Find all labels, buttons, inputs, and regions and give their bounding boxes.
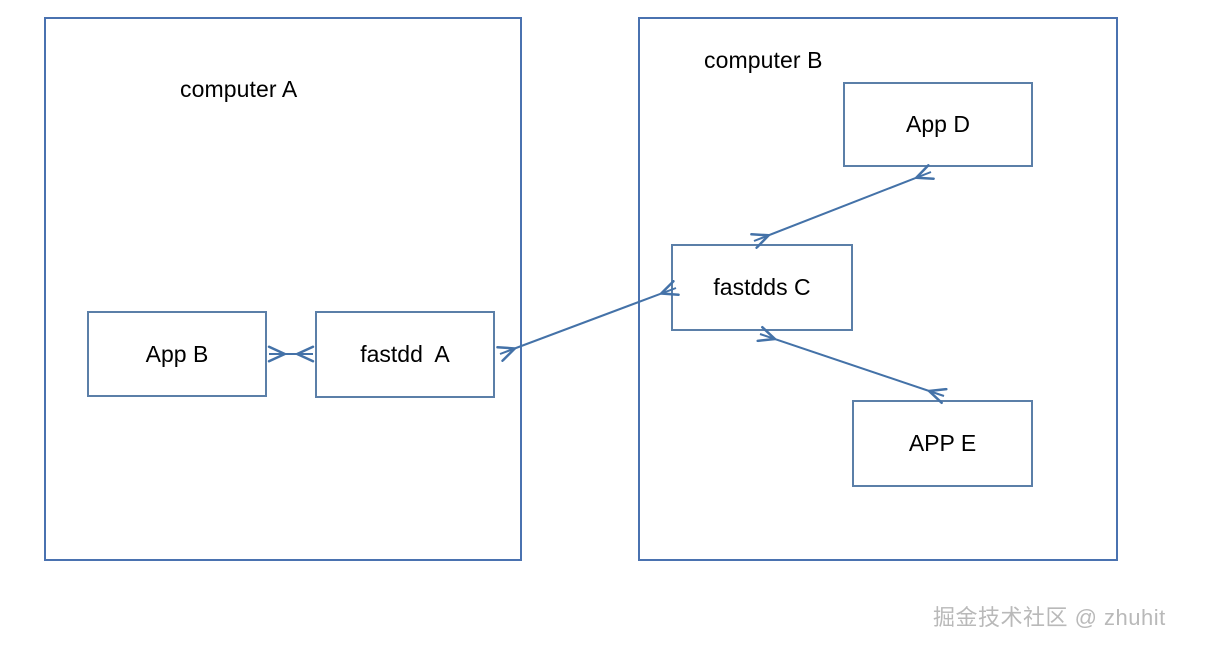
node-app-e-label: APP E [908, 430, 977, 456]
node-fastdd-a[interactable]: fastdd A [315, 311, 495, 398]
container-computer-b-label: computer B [704, 47, 823, 73]
node-app-d[interactable]: App D [843, 82, 1033, 167]
node-fastdd-a-label: fastdd A [360, 341, 450, 367]
node-app-b-label: App B [145, 340, 209, 367]
container-computer-a-label: computer A [180, 76, 298, 102]
node-app-e[interactable]: APP E [852, 400, 1033, 487]
watermark-text: 掘金技术社区 @ zhuhit [933, 605, 1166, 630]
node-fastdds-c-label: fastdds C [713, 274, 811, 300]
node-app-b[interactable]: App B [87, 311, 267, 397]
node-app-d-label: App D [906, 111, 970, 137]
node-fastdds-c[interactable]: fastdds C [671, 244, 853, 331]
